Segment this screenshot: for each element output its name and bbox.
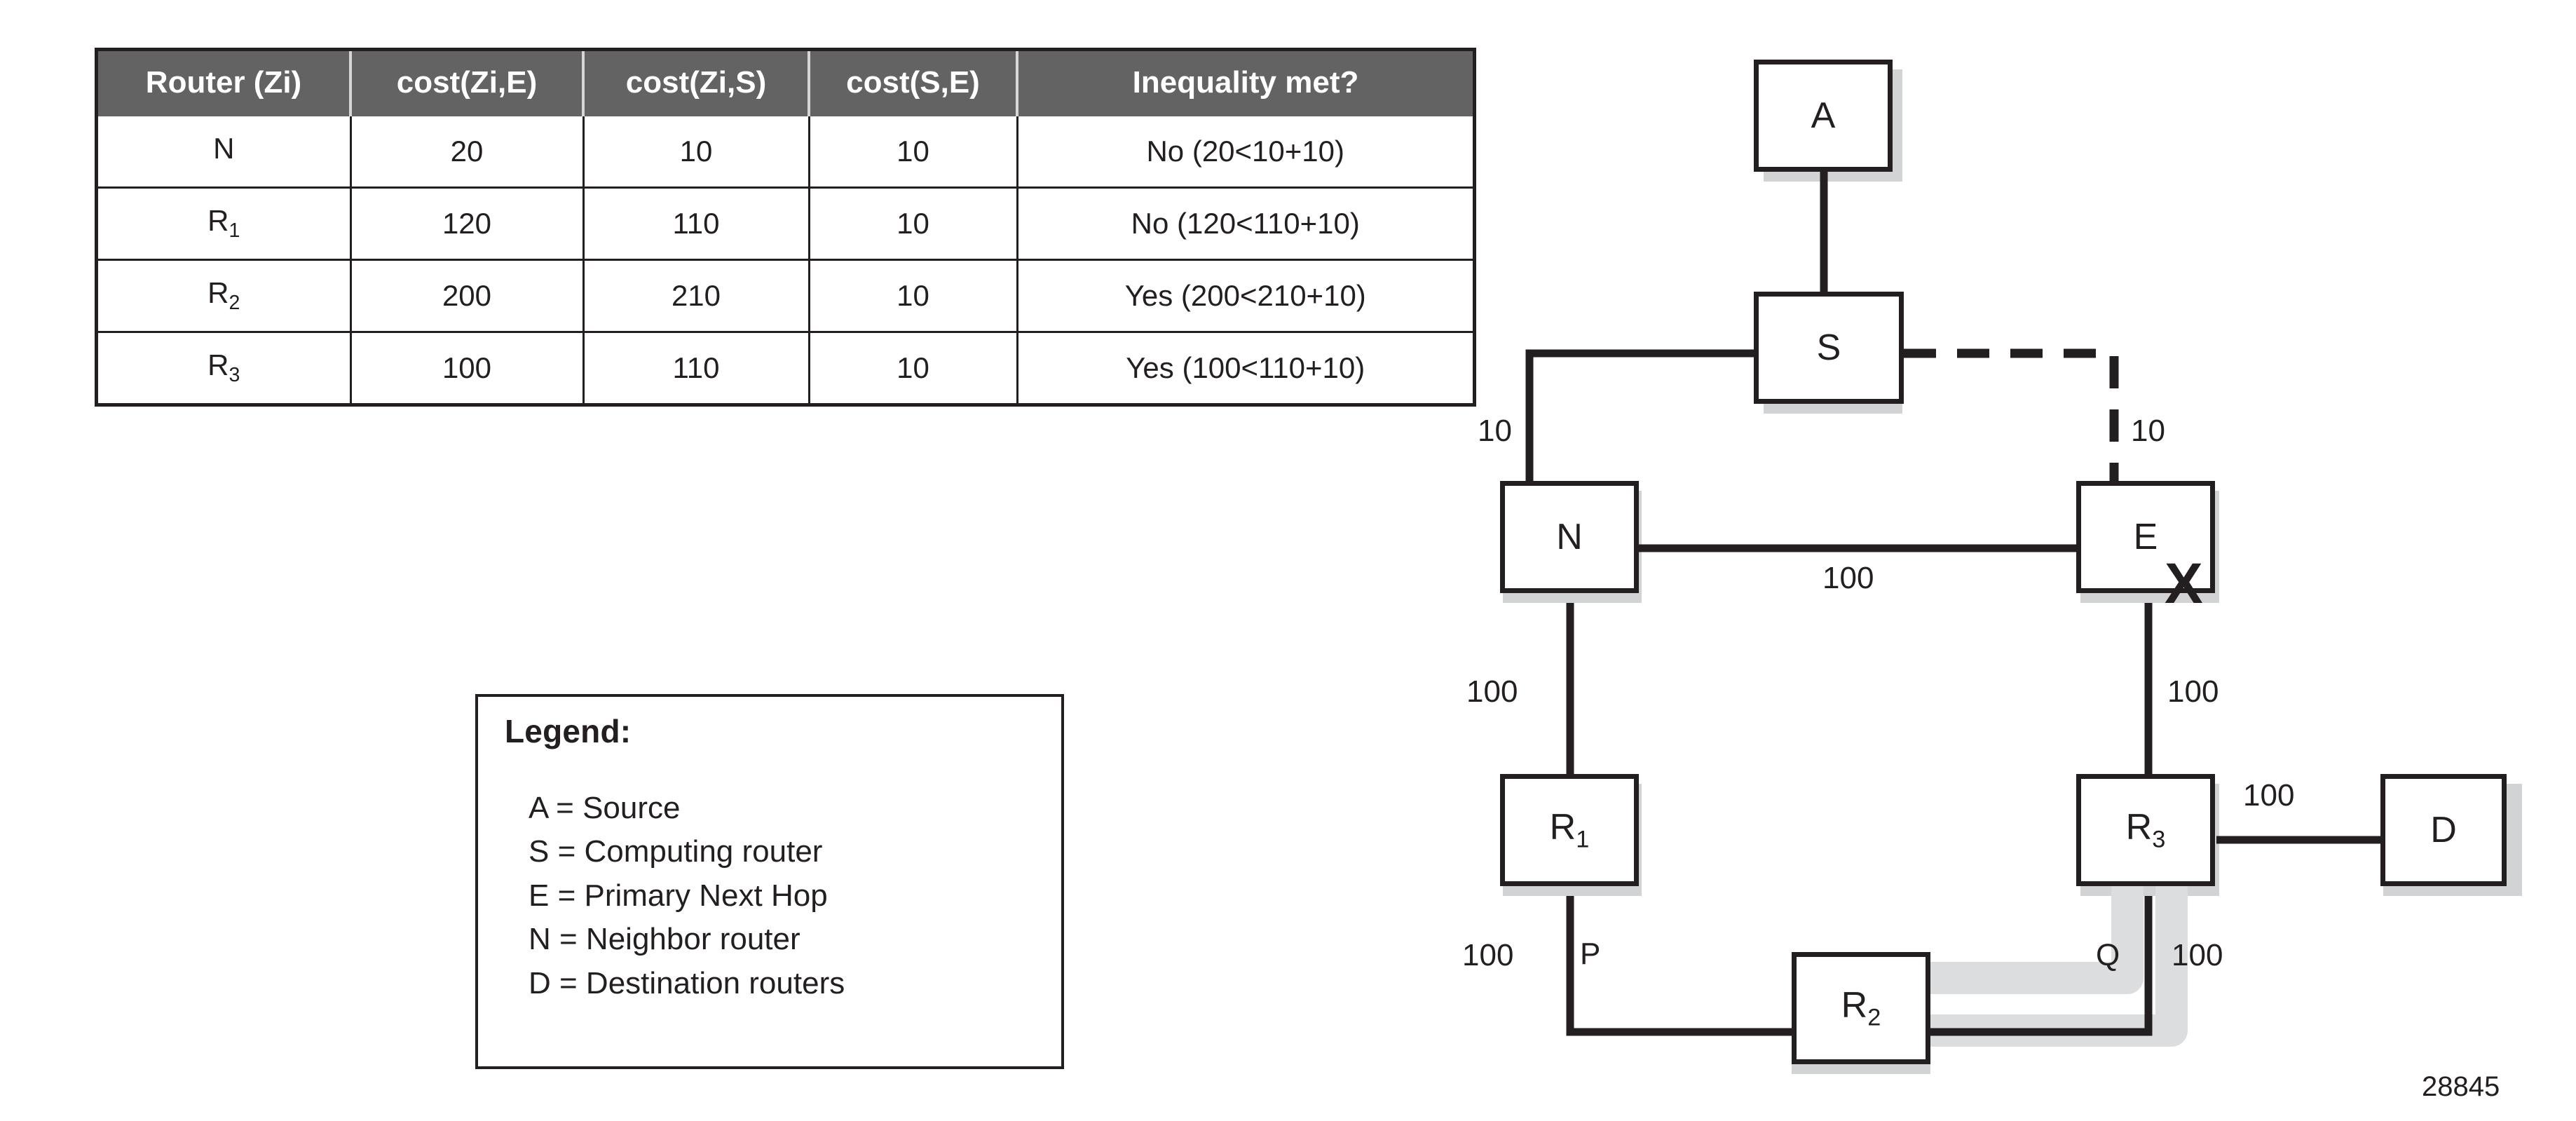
cell-inequality: Yes (200<210+10) xyxy=(1016,259,1476,333)
table-body: N 20 10 10 No (20<10+10) R1 120 110 10 N… xyxy=(95,114,1476,406)
node-d[interactable]: D xyxy=(2380,774,2507,886)
cell-cost-zi-e: 100 xyxy=(349,331,585,406)
node-d-label: D xyxy=(2430,810,2457,850)
router-subscript: 1 xyxy=(229,219,240,243)
edge-label-s-e: 10 xyxy=(2131,414,2165,448)
highlighted-path-r2-r3 xyxy=(1911,874,2188,1047)
cell-router: R2 xyxy=(95,259,352,333)
router-name: R xyxy=(207,348,229,382)
cell-router: N xyxy=(95,114,352,189)
cell-cost-s-e: 10 xyxy=(807,114,1018,189)
cell-cost-zi-e: 200 xyxy=(349,259,585,333)
edge-label-e-r3: 100 xyxy=(2167,674,2219,709)
table-header: Router (Zi) cost(Zi,E) cost(Zi,S) cost(S… xyxy=(95,48,1476,116)
node-r3[interactable]: R3 xyxy=(2076,774,2215,886)
cell-cost-zi-s: 210 xyxy=(582,259,810,333)
diagram-edges xyxy=(1525,172,2380,1036)
node-r2[interactable]: R2 xyxy=(1792,952,1930,1064)
edge-r1-r2 xyxy=(1566,896,1792,1036)
node-e-label: E xyxy=(2133,517,2158,557)
column-header-cost-zi-e: cost(Zi,E) xyxy=(349,48,585,116)
column-header-cost-zi-s: cost(Zi,S) xyxy=(582,48,810,116)
cell-router: R1 xyxy=(95,186,352,261)
box-shadows xyxy=(1503,69,2522,1074)
edge-label-n-e: 100 xyxy=(1822,561,1874,595)
cell-router: R3 xyxy=(95,331,352,406)
cell-inequality: Yes (100<110+10) xyxy=(1016,331,1476,406)
column-header-router: Router (Zi) xyxy=(95,48,352,116)
legend-box: Legend: A = Source S = Computing router … xyxy=(475,694,1064,1069)
legend-entry-e: E = Primary Next Hop xyxy=(529,878,828,913)
cell-cost-zi-s: 10 xyxy=(582,114,810,189)
legend-entry-n: N = Neighbor router xyxy=(529,922,800,957)
figure-number: 28845 xyxy=(2422,1071,2500,1102)
edge-label-n-r1: 100 xyxy=(1466,674,1518,709)
legend-entry-s: S = Computing router xyxy=(529,834,823,869)
node-r1[interactable]: R1 xyxy=(1500,774,1639,886)
cell-cost-s-e: 10 xyxy=(807,186,1018,261)
cost-comparison-table: Router (Zi) cost(Zi,E) cost(Zi,S) cost(S… xyxy=(95,48,1476,407)
table-header-row: Router (Zi) cost(Zi,E) cost(Zi,S) cost(S… xyxy=(95,48,1476,116)
legend-entry-d: D = Destination routers xyxy=(529,965,845,1000)
router-name: R xyxy=(207,204,229,238)
edge-label-r3-d: 100 xyxy=(2243,778,2295,813)
router-name: R xyxy=(207,276,229,310)
node-e[interactable]: E xyxy=(2076,481,2215,593)
node-r1-label: R xyxy=(1549,807,1576,848)
column-header-inequality: Inequality met? xyxy=(1016,48,1476,116)
node-r1-subscript: 1 xyxy=(1576,826,1590,853)
node-r3-subscript: 3 xyxy=(2152,826,2166,853)
node-r2-subscript: 2 xyxy=(1867,1004,1881,1031)
node-s-label: S xyxy=(1816,327,1841,368)
cell-inequality: No (120<110+10) xyxy=(1016,186,1476,261)
edge-label-r1-r2: 100 xyxy=(1462,938,1514,972)
cell-cost-zi-s: 110 xyxy=(582,331,810,406)
edge-r2-r3 xyxy=(1928,896,2153,1036)
legend-title: Legend: xyxy=(505,713,632,749)
table-row: N 20 10 10 No (20<10+10) xyxy=(95,114,1476,189)
node-s[interactable]: S xyxy=(1754,292,1904,404)
table-row: R3 100 110 10 Yes (100<110+10) xyxy=(95,331,1476,406)
edge-s-n xyxy=(1525,349,1754,493)
router-name: N xyxy=(213,132,235,165)
node-r2-label: R xyxy=(1841,985,1868,1026)
legend-list: A = Source S = Computing router E = Prim… xyxy=(529,787,845,1005)
legend-entry-a: A = Source xyxy=(529,791,681,825)
node-a-label: A xyxy=(1811,95,1836,136)
node-r3-label: R xyxy=(2125,807,2153,848)
point-label-p: P xyxy=(1580,937,1601,971)
router-subscript: 2 xyxy=(229,292,240,315)
router-subscript: 3 xyxy=(229,364,240,387)
table-row: R1 120 110 10 No (120<110+10) xyxy=(95,186,1476,261)
node-a[interactable]: A xyxy=(1754,60,1893,172)
column-header-cost-s-e: cost(S,E) xyxy=(807,48,1018,116)
edge-s-e-dashed xyxy=(1904,348,2119,493)
edge-label-s-n: 10 xyxy=(1478,414,1512,448)
node-n-label: N xyxy=(1556,517,1583,557)
table-row: R2 200 210 10 Yes (200<210+10) xyxy=(95,259,1476,333)
edge-label-r2-r3: 100 xyxy=(2172,938,2223,972)
node-n[interactable]: N xyxy=(1500,481,1639,593)
cell-cost-s-e: 10 xyxy=(807,259,1018,333)
cell-cost-zi-e: 20 xyxy=(349,114,585,189)
link-failure-x-icon: X xyxy=(2165,552,2203,616)
cell-cost-zi-e: 120 xyxy=(349,186,585,261)
point-label-q: Q xyxy=(2096,938,2120,972)
cell-inequality: No (20<10+10) xyxy=(1016,114,1476,189)
cell-cost-zi-s: 110 xyxy=(582,186,810,261)
cell-cost-s-e: 10 xyxy=(807,331,1018,406)
